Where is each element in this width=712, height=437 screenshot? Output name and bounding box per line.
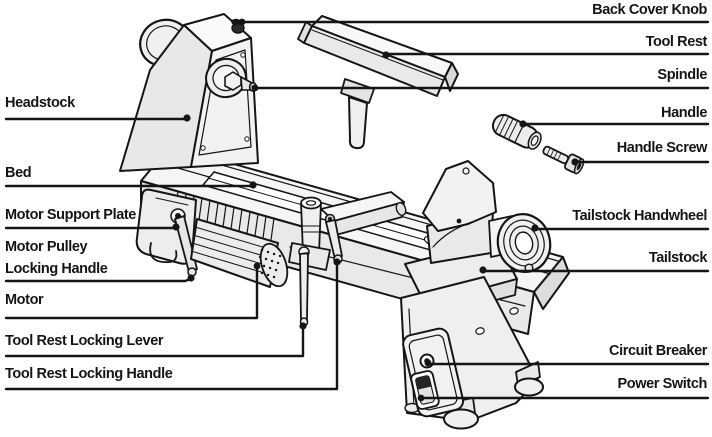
label-tool-rest-locking-handle: Tool Rest Locking Handle [5, 366, 173, 382]
label-spindle: Spindle [657, 67, 707, 83]
headstock-drawing [119, 13, 259, 172]
back-cover-knob-drawing [231, 18, 245, 34]
label-bed: Bed [5, 165, 32, 181]
leader-dots [172, 18, 579, 402]
spindle-drawing [205, 57, 258, 99]
label-motor-support-plate: Motor Support Plate [5, 207, 136, 223]
label-tailstock-handwheel: Tailstock Handwheel [572, 208, 707, 224]
label-motor: Motor [5, 292, 44, 308]
tool-rest-drawing [297, 15, 459, 150]
label-power-switch: Power Switch [617, 376, 708, 392]
handle-drawing [491, 113, 542, 150]
label-back-cover-knob: Back Cover Knob [592, 2, 707, 18]
leader-tool-rest-locking-lever [4, 325, 305, 358]
leader-motor [4, 265, 259, 320]
tool-rest-locking-lever-drawing [299, 252, 309, 322]
label-tool-rest: Tool Rest [645, 34, 708, 50]
label-circuit-breaker: Circuit Breaker [609, 343, 707, 359]
label-tool-rest-locking-lever: Tool Rest Locking Lever [5, 333, 164, 349]
label-handle-screw: Handle Screw [616, 140, 708, 156]
leader-tool-rest-locking-handle [4, 261, 339, 391]
label-tailstock: Tailstock [648, 250, 708, 266]
label-motor-pulley-locking-handle: Motor Pulley Locking Handle [5, 239, 108, 277]
tool-rest-locking-handle-drawing [325, 219, 343, 260]
motor-support-plate-drawing [135, 188, 198, 277]
label-headstock: Headstock [5, 95, 75, 111]
handle-screw-drawing [542, 145, 585, 175]
label-handle: Handle [661, 105, 707, 121]
